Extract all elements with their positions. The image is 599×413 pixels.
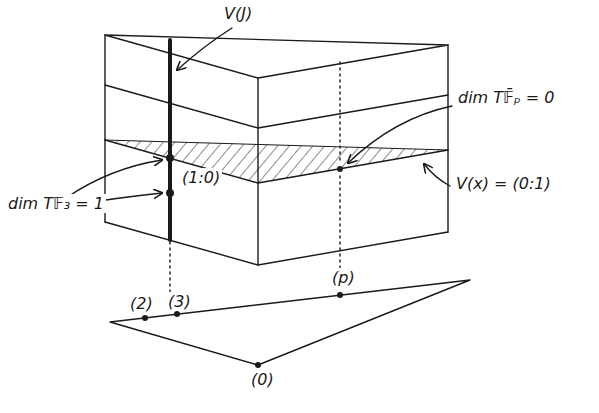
prism-edge xyxy=(447,45,448,232)
point-dot xyxy=(255,362,261,368)
point-dot xyxy=(166,189,174,197)
point-dot xyxy=(174,311,180,317)
fibre-line xyxy=(168,40,172,240)
math-label: V(J) xyxy=(222,4,254,23)
math-label: (1:0) xyxy=(180,168,222,187)
prism-edge xyxy=(257,78,258,265)
math-label: (p) xyxy=(330,268,357,287)
point-dot xyxy=(337,292,343,298)
math-label: (2) xyxy=(128,294,155,313)
prism-slice xyxy=(105,140,448,150)
point-dot xyxy=(166,154,174,162)
leader-line xyxy=(177,28,232,70)
math-label: dim T𝔽̄ₚ = 0 xyxy=(456,88,556,107)
projection-line xyxy=(339,62,340,160)
math-label: (0) xyxy=(249,370,276,389)
math-label: (3) xyxy=(166,292,193,311)
math-label: dim T𝔽₃ = 1 xyxy=(6,194,106,213)
leader-line xyxy=(348,106,452,163)
prism-bottom xyxy=(105,222,448,265)
math-label: V(x) = (0:1) xyxy=(454,174,553,193)
point-dot xyxy=(337,166,343,172)
leader-line xyxy=(66,160,162,198)
leader-line xyxy=(424,164,450,186)
prism-top xyxy=(105,35,448,78)
prism-slice xyxy=(105,85,448,128)
point-dot xyxy=(142,315,148,321)
base-curve xyxy=(110,280,470,365)
